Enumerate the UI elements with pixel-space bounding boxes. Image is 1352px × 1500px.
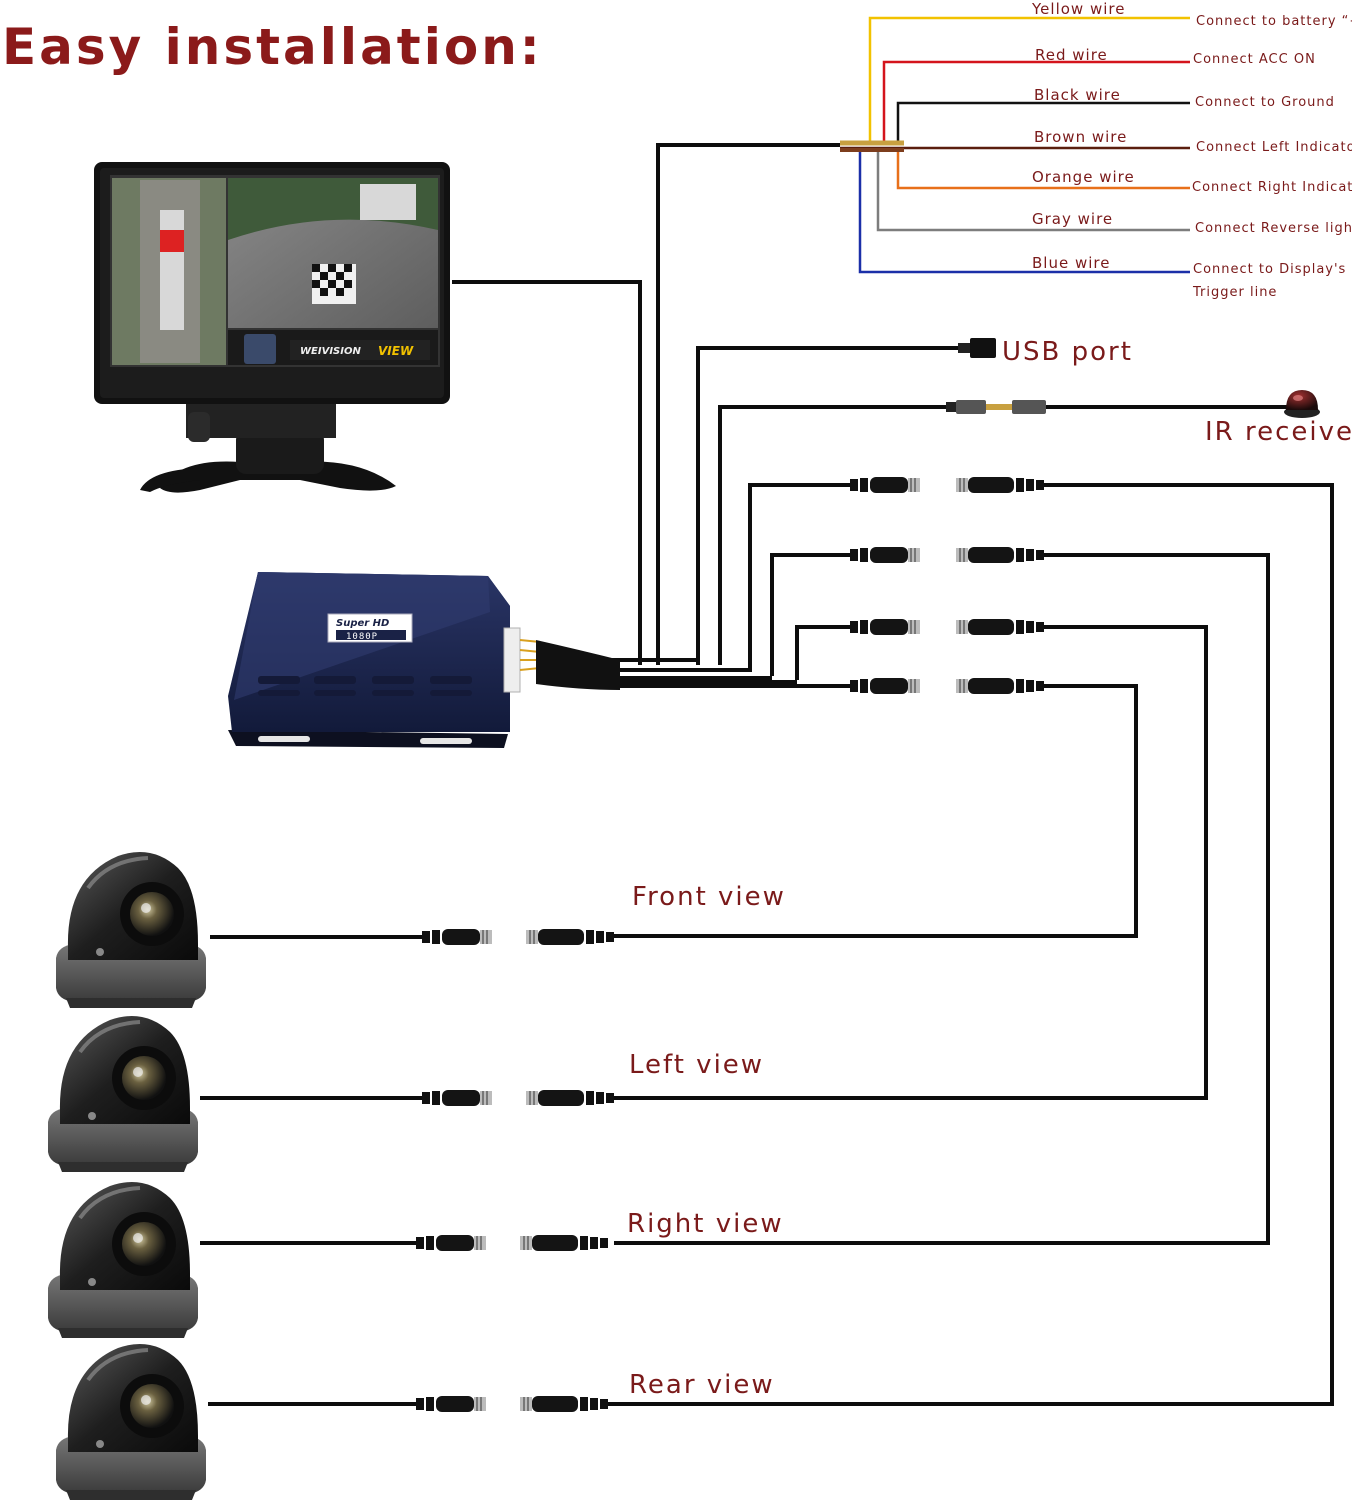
gray-wire-line bbox=[876, 150, 1190, 232]
camera-front-icon bbox=[54, 850, 208, 1010]
monitor-cable bbox=[452, 280, 642, 665]
camera-label-right: Right view bbox=[627, 1209, 784, 1239]
wire-desc: Connect to Ground bbox=[1195, 95, 1335, 110]
ir-cable bbox=[718, 405, 948, 665]
box-badge-line2: 1080P bbox=[346, 632, 378, 642]
wire-desc: Connect ACC ON bbox=[1193, 52, 1316, 67]
wire-desc: Connect Right Indicator bbox=[1192, 180, 1352, 195]
wire-label: Red wire bbox=[1035, 46, 1108, 64]
wire-label: Brown wire bbox=[1034, 128, 1127, 146]
control-box-icon: Super HD 1080P bbox=[228, 572, 620, 748]
wire-labels: Yellow wire Connect to battery “+” Red w… bbox=[1031, 0, 1352, 300]
box-badge-line1: Super HD bbox=[336, 618, 389, 629]
front-channel-cable bbox=[748, 483, 850, 672]
ir-receiver-icon bbox=[1284, 390, 1320, 418]
camera-label-left: Left view bbox=[629, 1050, 764, 1080]
camera-left-icon bbox=[46, 1014, 200, 1174]
wire-desc: Connect to battery “+” bbox=[1196, 14, 1352, 29]
orange-wire-line bbox=[896, 150, 1190, 190]
channel-connectors bbox=[850, 477, 1044, 694]
page-title: Easy installation: bbox=[2, 18, 543, 76]
wire-label: Black wire bbox=[1034, 86, 1121, 104]
harness-trunk-cable bbox=[656, 143, 840, 665]
usb-plug-icon bbox=[958, 338, 996, 358]
red-wire-line bbox=[882, 60, 1190, 145]
right-channel-cable bbox=[795, 625, 850, 680]
wire-desc: Connect Reverse light bbox=[1195, 221, 1352, 236]
camera-label-rear: Rear view bbox=[629, 1370, 775, 1400]
camera-connectors bbox=[416, 929, 614, 1412]
monitor-icon: WEIVISION VIEW bbox=[94, 162, 450, 493]
usb-port-label: USB port bbox=[1002, 337, 1133, 367]
wire-label: Blue wire bbox=[1032, 254, 1110, 272]
monitor-view-text: VIEW bbox=[378, 344, 414, 358]
camera-label-front: Front view bbox=[632, 882, 786, 912]
black-wire-line bbox=[896, 101, 1190, 145]
wire-label: Yellow wire bbox=[1031, 0, 1125, 18]
wire-desc: Connect Left Indicator bbox=[1196, 140, 1352, 155]
left-channel-cable bbox=[770, 553, 850, 676]
yellow-wire-line bbox=[868, 16, 1190, 145]
usb-cable bbox=[696, 346, 960, 665]
wire-label: Gray wire bbox=[1032, 210, 1113, 228]
ir-receiver-label: IR receiver bbox=[1205, 417, 1352, 447]
camera-rear-icon bbox=[54, 1342, 208, 1500]
wire-desc: Connect to Display's bbox=[1193, 262, 1346, 277]
monitor-brand-text: WEIVISION bbox=[300, 346, 361, 357]
ir-jack-icon bbox=[946, 400, 1046, 414]
wire-desc: Trigger line bbox=[1192, 285, 1277, 300]
wire-harness bbox=[840, 16, 1190, 274]
main-cables bbox=[200, 143, 1334, 1406]
wire-label: Orange wire bbox=[1032, 168, 1135, 186]
blue-wire-line bbox=[858, 150, 1190, 274]
camera-right-icon bbox=[46, 1180, 200, 1340]
